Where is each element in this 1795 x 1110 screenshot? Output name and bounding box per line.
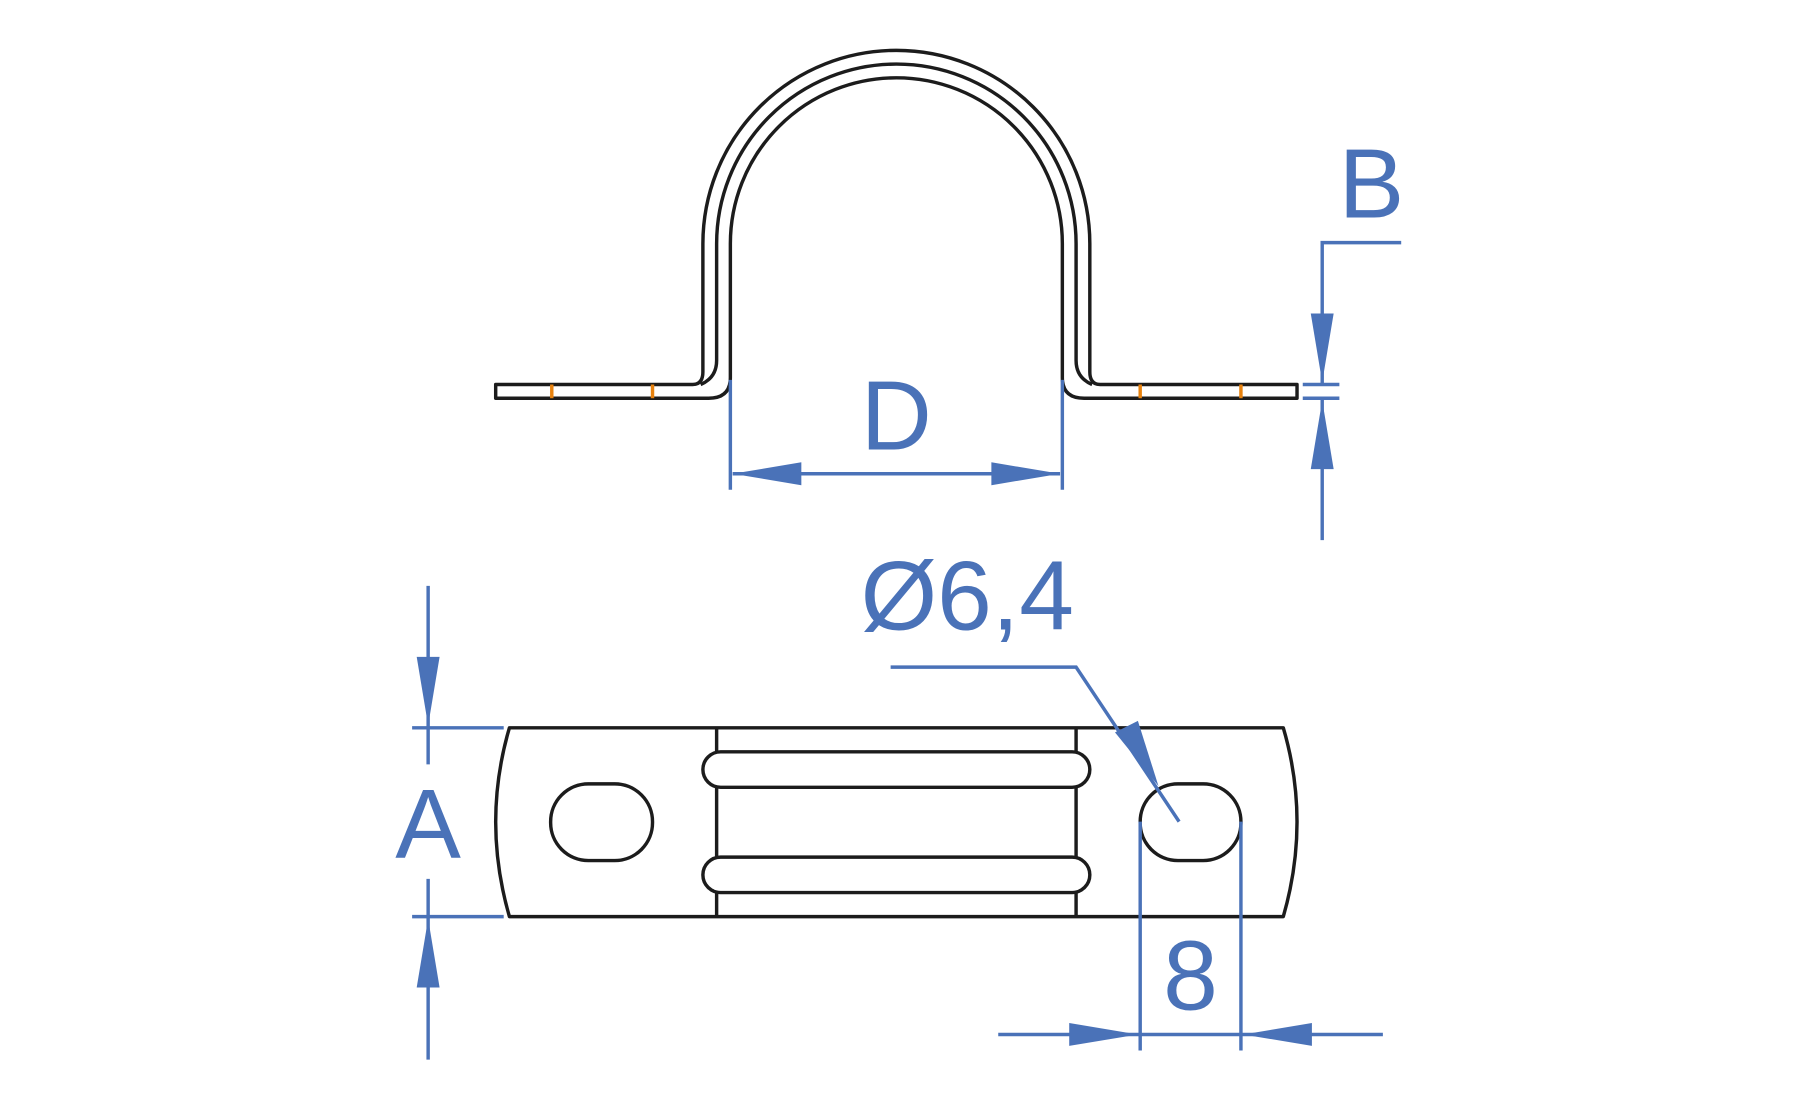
label-b: B [1339, 128, 1405, 238]
label-d: D [861, 361, 932, 471]
label-hole-diameter: Ø6,4 [861, 540, 1074, 650]
mounting-slot-left [548, 782, 655, 863]
dimension-b: B [1302, 128, 1405, 541]
label-a: A [395, 769, 461, 879]
mounting-slot-right [1138, 782, 1243, 863]
clamp-side-view [493, 48, 1299, 400]
dimension-d: D [728, 361, 1065, 490]
label-slot-width: 8 [1163, 920, 1218, 1030]
dimension-hole-diameter: Ø6,4 [861, 540, 1181, 823]
dimension-slot-width: 8 [998, 821, 1383, 1051]
clamp-top-view [493, 726, 1299, 919]
dimension-a: A [395, 585, 504, 1060]
